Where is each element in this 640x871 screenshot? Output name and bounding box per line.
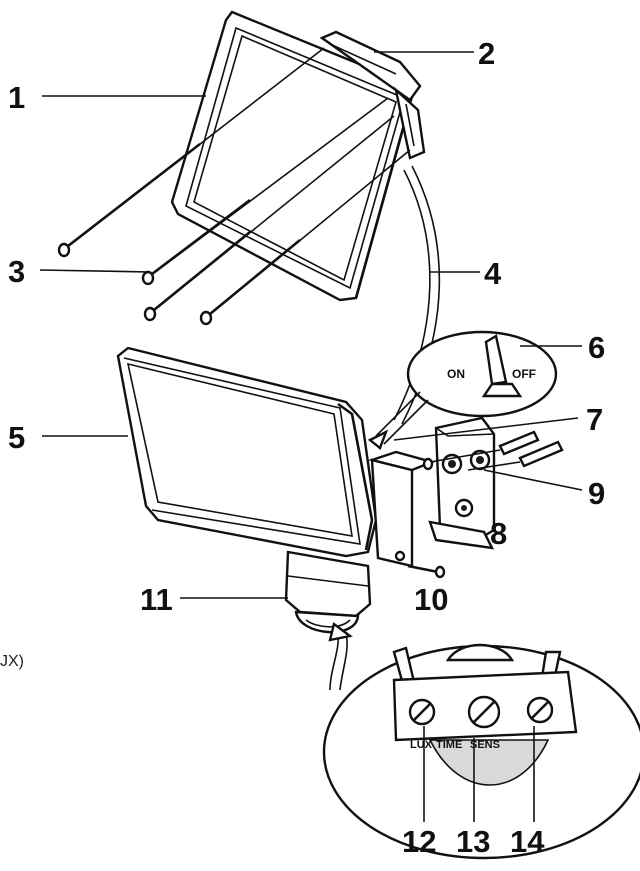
wall-bracket (428, 416, 496, 550)
sensor-zoom-detail (322, 621, 640, 860)
housing-screw (407, 564, 446, 579)
callout-13: 13 (456, 824, 490, 859)
callout-9: 9 (588, 476, 605, 511)
callout-3: 3 (8, 254, 25, 289)
lux-knob-label: LUX (410, 739, 433, 751)
wall-plugs (422, 430, 564, 471)
callout-1: 1 (8, 80, 25, 115)
sens-knob-label: SENS (470, 739, 500, 751)
callout-2: 2 (478, 36, 495, 71)
mounting-screws (57, 47, 411, 326)
callout-7: 7 (586, 402, 603, 437)
switch-on-label: ON (447, 367, 465, 381)
housing-block (367, 450, 436, 568)
callout-11: 11 (140, 582, 173, 617)
callout-12: 12 (402, 824, 436, 859)
leader-lines (39, 51, 583, 822)
panel-bracket (319, 30, 426, 160)
callout-14: 14 (510, 824, 545, 859)
callout-5: 5 (8, 420, 25, 455)
lamp-head (116, 346, 378, 558)
callout-6: 6 (588, 330, 605, 365)
switch-detail (367, 330, 558, 450)
time-knob-label: TIME (436, 739, 462, 751)
switch-off-label: OFF (512, 367, 536, 381)
motion-sensor (284, 550, 372, 634)
callout-4: 4 (484, 256, 502, 291)
callout-8: 8 (490, 516, 507, 551)
side-text-fragment: JX) (0, 653, 24, 670)
callout-10: 10 (414, 582, 448, 617)
